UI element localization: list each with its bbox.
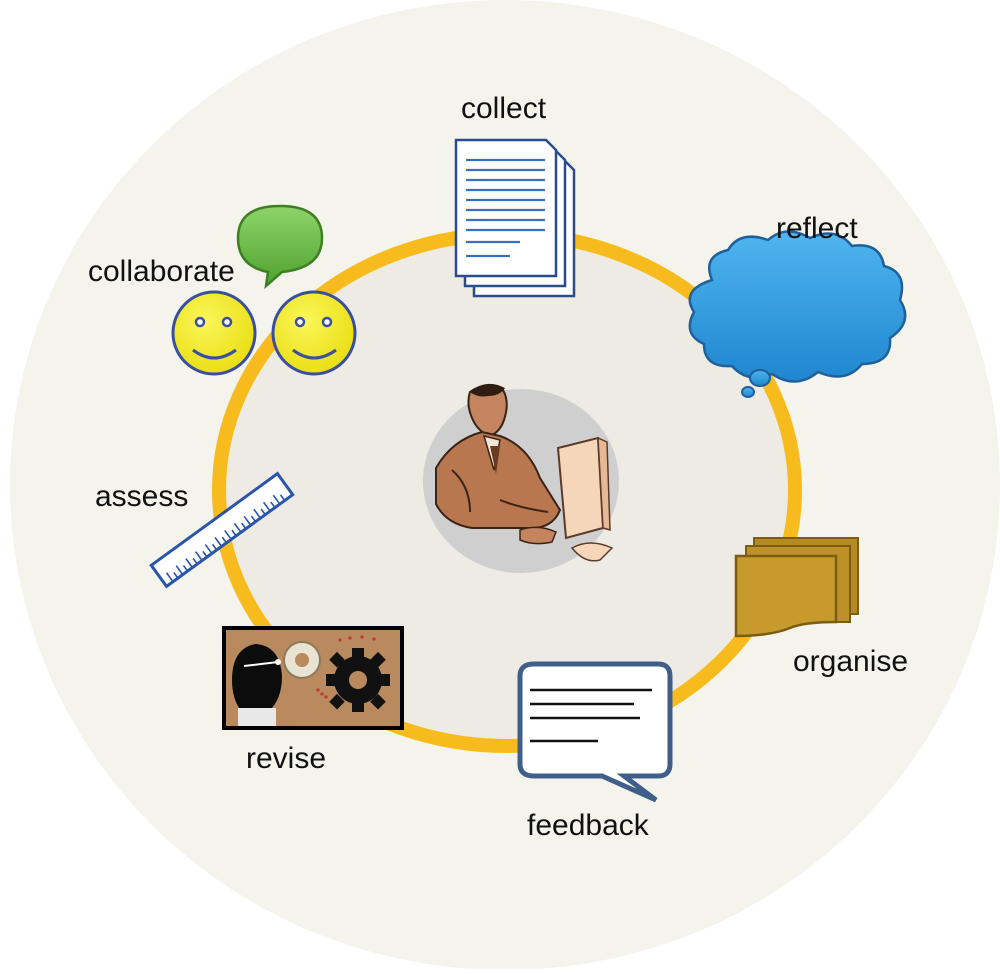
speech-bubble-icon xyxy=(517,661,673,803)
chat-bubble-icon xyxy=(236,204,324,290)
documents-icon xyxy=(454,138,576,298)
stage-label-assess: assess xyxy=(95,480,189,513)
gears-icon xyxy=(222,626,404,730)
smiley-icon xyxy=(271,290,357,376)
smiley-icon xyxy=(171,290,257,376)
stage-label-collect: collect xyxy=(461,92,547,125)
stage-label-collaborate: collaborate xyxy=(88,255,235,288)
stage-label-reflect: reflect xyxy=(776,212,858,245)
cloud-icon xyxy=(688,230,907,398)
person-at-computer-icon xyxy=(423,383,619,573)
folder-icon xyxy=(734,537,859,638)
stage-label-organise: organise xyxy=(793,645,909,678)
stage-label-revise: revise xyxy=(246,742,327,775)
stage-label-feedback: feedback xyxy=(527,809,649,842)
ruler-icon xyxy=(149,471,295,589)
